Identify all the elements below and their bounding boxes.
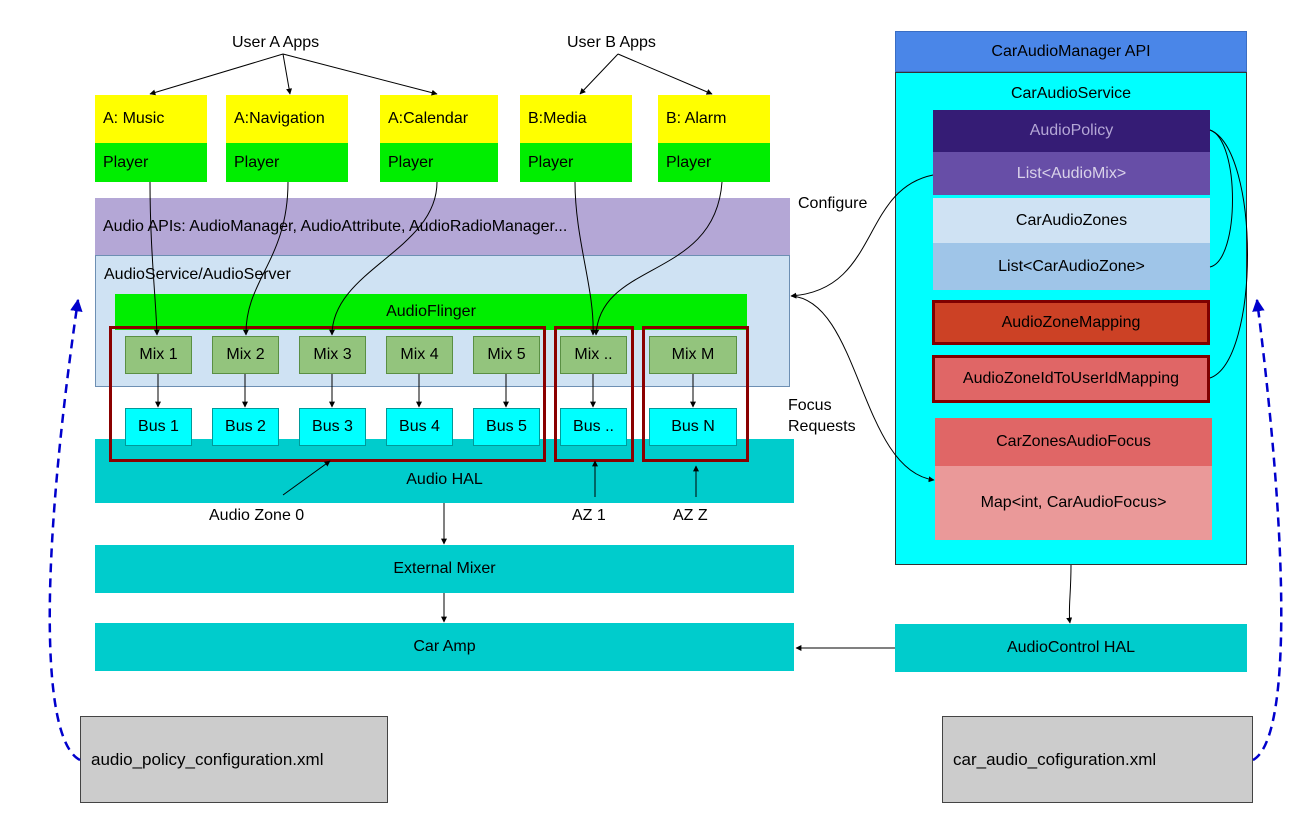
mix-m: Mix M	[649, 336, 737, 374]
app-a-navigation: A:Navigation	[226, 95, 348, 143]
bus-3: Bus 3	[299, 408, 366, 446]
mix-4: Mix 4	[386, 336, 453, 374]
bus-2: Bus 2	[212, 408, 279, 446]
bus-5: Bus 5	[473, 408, 540, 446]
app-b-alarm: B: Alarm	[658, 95, 770, 143]
app-b-media-player: Player	[520, 143, 632, 182]
audio-hal-layer: Audio HAL	[95, 439, 794, 503]
mix-2: Mix 2	[212, 336, 279, 374]
mix-3: Mix 3	[299, 336, 366, 374]
audio-apis-layer: Audio APIs: AudioManager, AudioAttribute…	[95, 198, 790, 255]
audio-policy: AudioPolicy	[933, 110, 1210, 152]
bus-dots: Bus ..	[560, 408, 627, 446]
car-audio-manager-api: CarAudioManager API	[895, 31, 1247, 72]
audio-zone-0-label: Audio Zone 0	[209, 507, 305, 524]
app-b-media: B:Media	[520, 95, 632, 143]
user-b-apps-label: User B Apps	[567, 34, 656, 51]
az-z-label: AZ Z	[673, 507, 708, 524]
bus-n: Bus N	[649, 408, 737, 446]
mix-1: Mix 1	[125, 336, 192, 374]
mix-dots: Mix ..	[560, 336, 627, 374]
user-a-apps-label: User A Apps	[232, 34, 320, 51]
car-zones-audio-focus: CarZonesAudioFocus	[935, 418, 1212, 466]
focus-requests-label: Focus Requests	[788, 397, 856, 435]
app-a-music-player: Player	[95, 143, 207, 182]
bus-4: Bus 4	[386, 408, 453, 446]
audio-flinger: AudioFlinger	[115, 294, 747, 330]
audio-mix-list: List<AudioMix>	[933, 152, 1210, 195]
audio-service-label: AudioService/AudioServer	[104, 266, 291, 283]
app-a-navigation-player: Player	[226, 143, 348, 182]
audio-zone-0-border	[109, 326, 546, 462]
app-a-calendar-player: Player	[380, 143, 498, 182]
car-audio-zones: CarAudioZones	[933, 198, 1210, 243]
audio-zone-mapping: AudioZoneMapping	[932, 300, 1210, 345]
audio-zone-z-border	[642, 326, 749, 462]
audio-control-hal: AudioControl HAL	[895, 624, 1247, 672]
car-amp: Car Amp	[95, 623, 794, 671]
az-1-label: AZ 1	[572, 507, 606, 524]
configure-label: Configure	[798, 195, 868, 212]
car-audio-focus-map: Map<int, CarAudioFocus>	[935, 466, 1212, 540]
audio-policy-configuration-file: audio_policy_configuration.xml	[80, 716, 388, 803]
car-audio-service-title: CarAudioService	[1010, 85, 1132, 102]
car-audio-configuration-file: car_audio_cofiguration.xml	[942, 716, 1253, 803]
app-a-music: A: Music	[95, 95, 207, 143]
mix-5: Mix 5	[473, 336, 540, 374]
bus-1: Bus 1	[125, 408, 192, 446]
car-audio-zone-list: List<CarAudioZone>	[933, 243, 1210, 290]
app-b-alarm-player: Player	[658, 143, 770, 182]
audio-zone-id-to-user-id-mapping: AudioZoneIdToUserIdMapping	[932, 355, 1210, 403]
audio-zone-1-border	[554, 326, 634, 462]
external-mixer: External Mixer	[95, 545, 794, 593]
app-a-calendar: A:Calendar	[380, 95, 498, 143]
